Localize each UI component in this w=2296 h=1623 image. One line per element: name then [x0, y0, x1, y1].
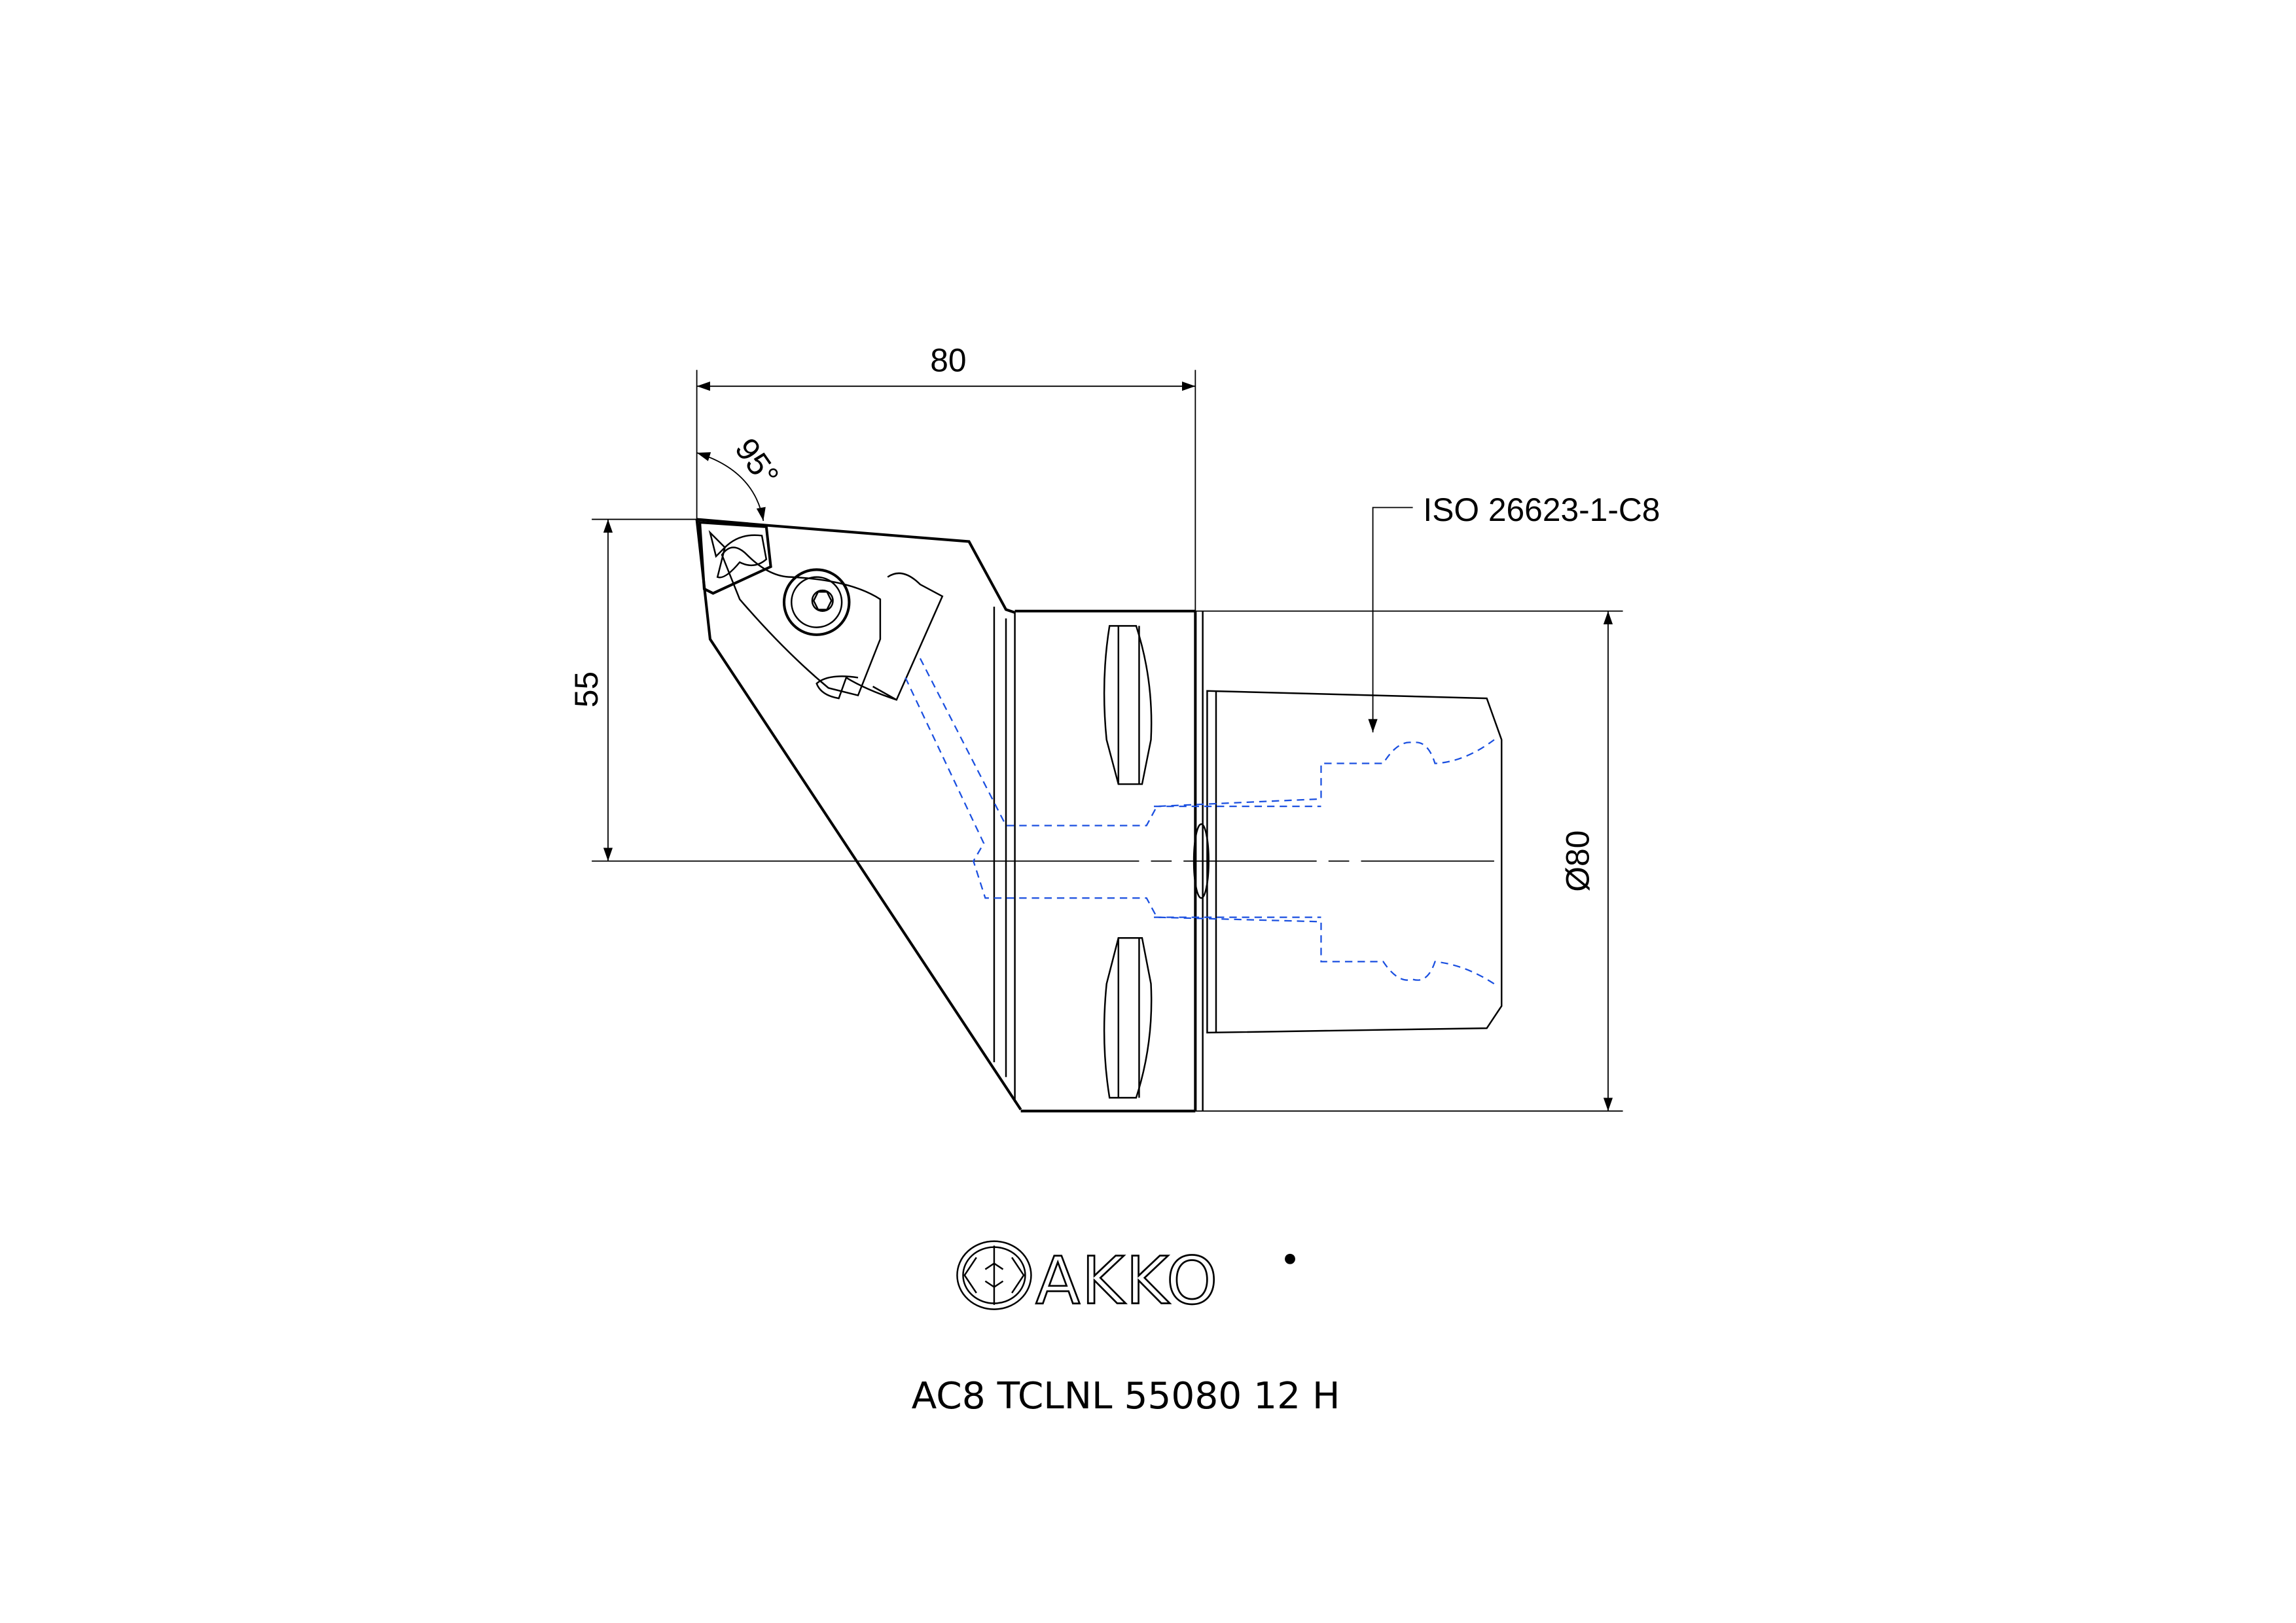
tool-head [695, 518, 1022, 1111]
iso-callout-label: ISO 26623-1-C8 [1423, 491, 1660, 528]
dimension-height-label: 55 [568, 671, 605, 707]
logo-text: AKKO [1035, 1244, 1219, 1319]
polygon-shank [1206, 690, 1503, 1034]
akko-logo: AKKO [956, 1240, 1295, 1320]
dimension-diameter-label: Ø80 [1560, 830, 1596, 892]
registered-mark-icon [1285, 1253, 1295, 1264]
dimension-height: 55 [568, 518, 697, 861]
dimension-diameter: Ø80 [1195, 610, 1623, 1112]
dimension-angle-label: 95° [728, 431, 786, 493]
coolant-channel [905, 658, 1495, 985]
iso-callout: ISO 26623-1-C8 [1368, 491, 1660, 733]
dimension-length-label: 80 [930, 342, 966, 379]
tool-body-cylinder [1014, 609, 1210, 1113]
dimension-length: 80 [696, 342, 1196, 611]
part-number: AC8 TCLNL 55080 12 H [912, 1375, 1340, 1418]
dimension-angle: 95° [696, 431, 786, 522]
